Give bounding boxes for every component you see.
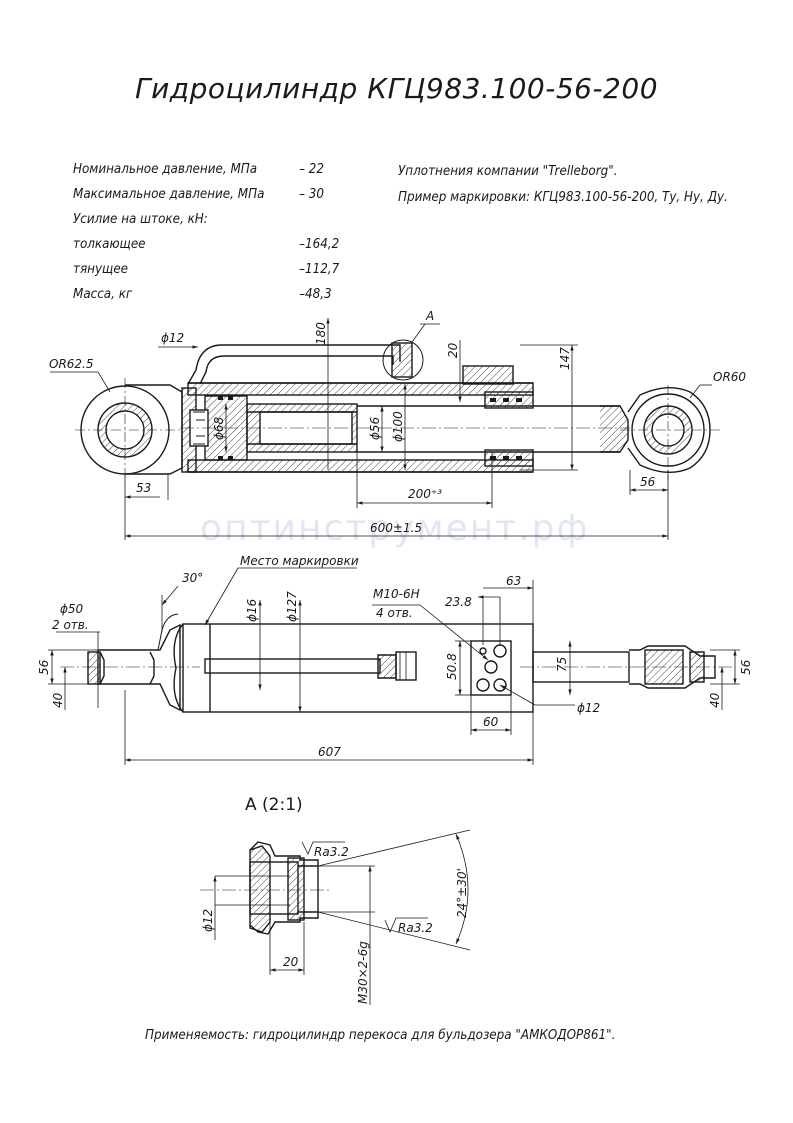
detail-dimensions xyxy=(213,829,471,1005)
dim-angle-30: 30° xyxy=(182,571,203,585)
dim-h40-left: 40 xyxy=(51,692,65,708)
dim-h75: 75 xyxy=(555,657,569,672)
dim-d50-count: 2 отв. xyxy=(52,618,89,632)
dim-d12-detail: ϕ12 xyxy=(201,909,215,932)
dim-d100: ϕ100 xyxy=(391,411,405,442)
roughness-ra-2: Ra3.2 xyxy=(398,921,433,935)
dim-w20-detail: 20 xyxy=(283,955,299,969)
spec-value: – 30 xyxy=(299,187,325,202)
outer-barrel xyxy=(182,623,534,713)
spec-label: Масса, кг xyxy=(73,287,133,302)
marking-example-note: Пример маркировки: КГЦ983.100-56-200, Ту… xyxy=(398,190,728,205)
dim-h147: 147 xyxy=(558,347,572,370)
marking-place-label: Место маркировки xyxy=(240,554,359,568)
applicability-note: Применяемость: гидроцилиндр перекоса для… xyxy=(145,1028,616,1043)
dim-length-607: 607 xyxy=(318,745,341,759)
dim-h40-right: 40 xyxy=(708,692,722,708)
dim-thread-count: 4 отв. xyxy=(376,606,413,620)
dim-w53: 53 xyxy=(136,481,151,495)
dim-w23-8: 23.8 xyxy=(445,595,472,609)
section-view xyxy=(75,323,720,482)
spec-value: –48,3 xyxy=(299,287,332,302)
watermark: оптинструмент.рф xyxy=(200,508,590,549)
outer-dimensions xyxy=(48,567,740,765)
dim-w200: 200⁺³ xyxy=(408,487,442,501)
dim-h50-8: 50.8 xyxy=(445,653,459,680)
dim-d50: ϕ50 xyxy=(60,602,84,616)
spec-label: Максимальное давление, МПа xyxy=(73,187,265,202)
dim-w60: 60 xyxy=(483,715,499,729)
spec-value: – 22 xyxy=(299,162,325,177)
outer-view xyxy=(60,613,735,713)
seals-note: Уплотнения компании "Trelleborg". xyxy=(398,164,618,179)
dim-or60: OR60 xyxy=(713,370,746,384)
dim-angle-24: 24°±30' xyxy=(455,868,469,918)
dim-thread-m10: М10-6Н xyxy=(373,587,420,601)
dim-h20: 20 xyxy=(446,342,460,358)
roughness-ra-1: Ra3.2 xyxy=(314,845,349,859)
dim-h56-left: 56 xyxy=(37,659,51,675)
dim-w63: 63 xyxy=(506,574,521,588)
dim-thread-m30: М30×2-6g xyxy=(356,941,370,1004)
detail-view-a xyxy=(200,841,330,935)
spec-label: тянущее xyxy=(73,262,129,277)
dim-h180: 180 xyxy=(314,322,328,345)
dim-length-600: 600±1.5 xyxy=(370,521,422,535)
dim-w56: 56 xyxy=(640,475,656,489)
dim-or62-5: OR62.5 xyxy=(49,357,94,371)
dim-d16: ϕ16 xyxy=(245,598,259,622)
spec-label: Номинальное давление, МПа xyxy=(73,162,258,177)
spec-value: –164,2 xyxy=(299,237,340,252)
dim-d56: ϕ56 xyxy=(368,416,382,440)
dim-d12-port: ϕ12 xyxy=(577,701,600,715)
dim-d68: ϕ68 xyxy=(212,416,226,440)
spec-label: толкающее xyxy=(73,237,146,252)
detail-title: А (2:1) xyxy=(245,795,303,815)
dim-h56-right: 56 xyxy=(739,659,753,675)
dim-d127: ϕ127 xyxy=(285,591,299,622)
port-block xyxy=(470,640,512,696)
dim-d12-top: ϕ12 xyxy=(161,331,184,345)
callout-a: А xyxy=(425,309,434,323)
section-dimensions xyxy=(50,318,712,540)
spec-value: –112,7 xyxy=(299,262,340,277)
spec-label: Усилие на штоке, кН: xyxy=(73,212,208,227)
drawing-title: Гидроцилиндр КГЦ983.100-56-200 xyxy=(134,72,659,105)
